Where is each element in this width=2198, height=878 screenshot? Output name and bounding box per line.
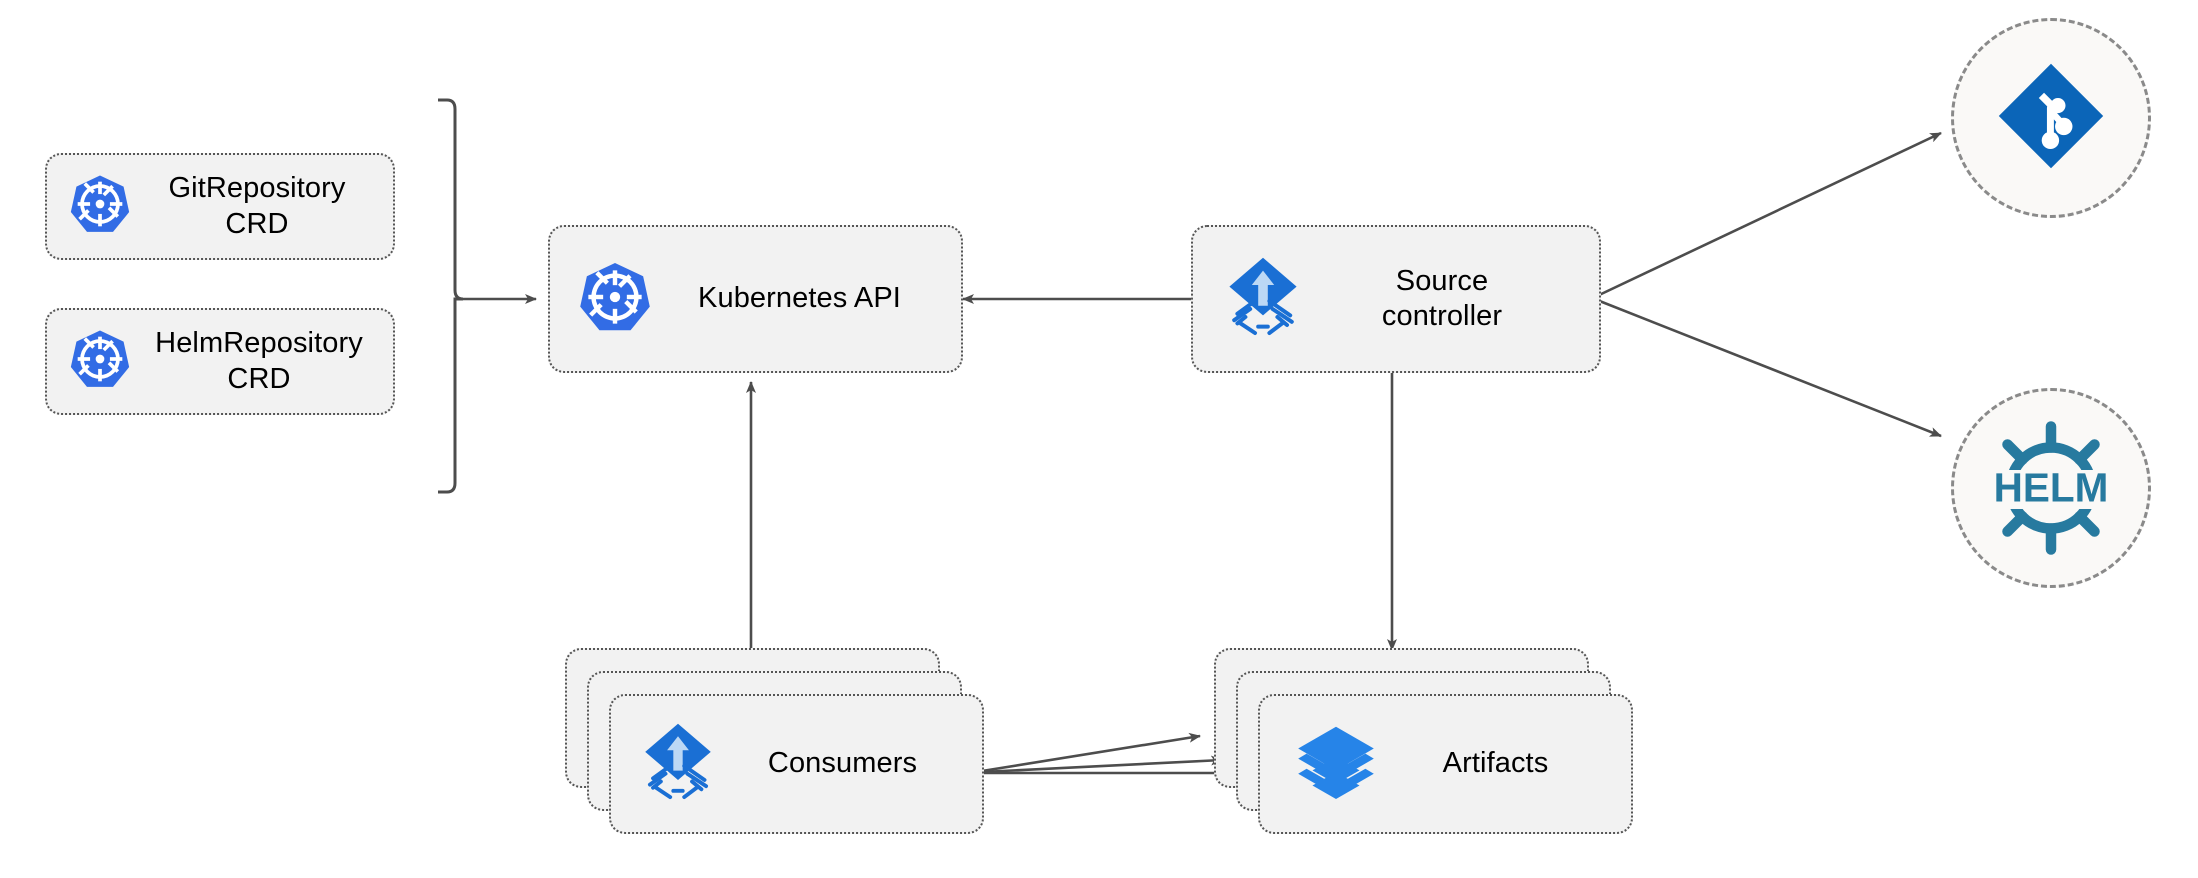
node-helm-source[interactable]: HELM bbox=[1951, 388, 2151, 588]
helm-icon: HELM bbox=[1976, 413, 2126, 563]
flux-icon bbox=[639, 719, 717, 810]
node-artifacts[interactable]: Artifacts bbox=[1258, 694, 1633, 834]
node-label: HelmRepository CRD bbox=[155, 327, 363, 395]
helm-wordmark: HELM bbox=[1994, 465, 2109, 511]
node-label: Consumers bbox=[767, 747, 918, 780]
node-label: Artifacts bbox=[1442, 747, 1549, 780]
crd-group-bracket bbox=[438, 98, 464, 494]
flux-icon bbox=[1223, 253, 1303, 346]
edge-source-to-git bbox=[1596, 131, 1942, 298]
node-label: GitRepository CRD bbox=[168, 172, 346, 240]
node-git-source[interactable] bbox=[1951, 18, 2151, 218]
node-label: Kubernetes API bbox=[698, 282, 901, 315]
kubernetes-icon bbox=[69, 328, 131, 395]
edge-source-to-helm bbox=[1596, 298, 1942, 438]
node-kubernetes-api[interactable]: Kubernetes API bbox=[548, 225, 963, 373]
edge-consumers-to-artifacts-1 bbox=[981, 732, 1201, 773]
node-helmrepository-crd[interactable]: HelmRepository CRD bbox=[45, 308, 395, 415]
edge-consumers-to-artifacts-2 bbox=[981, 755, 1223, 774]
kubernetes-icon bbox=[578, 260, 652, 339]
git-icon bbox=[1993, 58, 2109, 179]
layers-icon bbox=[1294, 720, 1378, 809]
node-source-controller[interactable]: Source controller bbox=[1191, 225, 1601, 373]
node-gitrepository-crd[interactable]: GitRepository CRD bbox=[45, 153, 395, 260]
node-consumers[interactable]: Consumers bbox=[609, 694, 984, 834]
kubernetes-icon bbox=[69, 173, 131, 240]
node-label: Source controller bbox=[1381, 264, 1503, 332]
